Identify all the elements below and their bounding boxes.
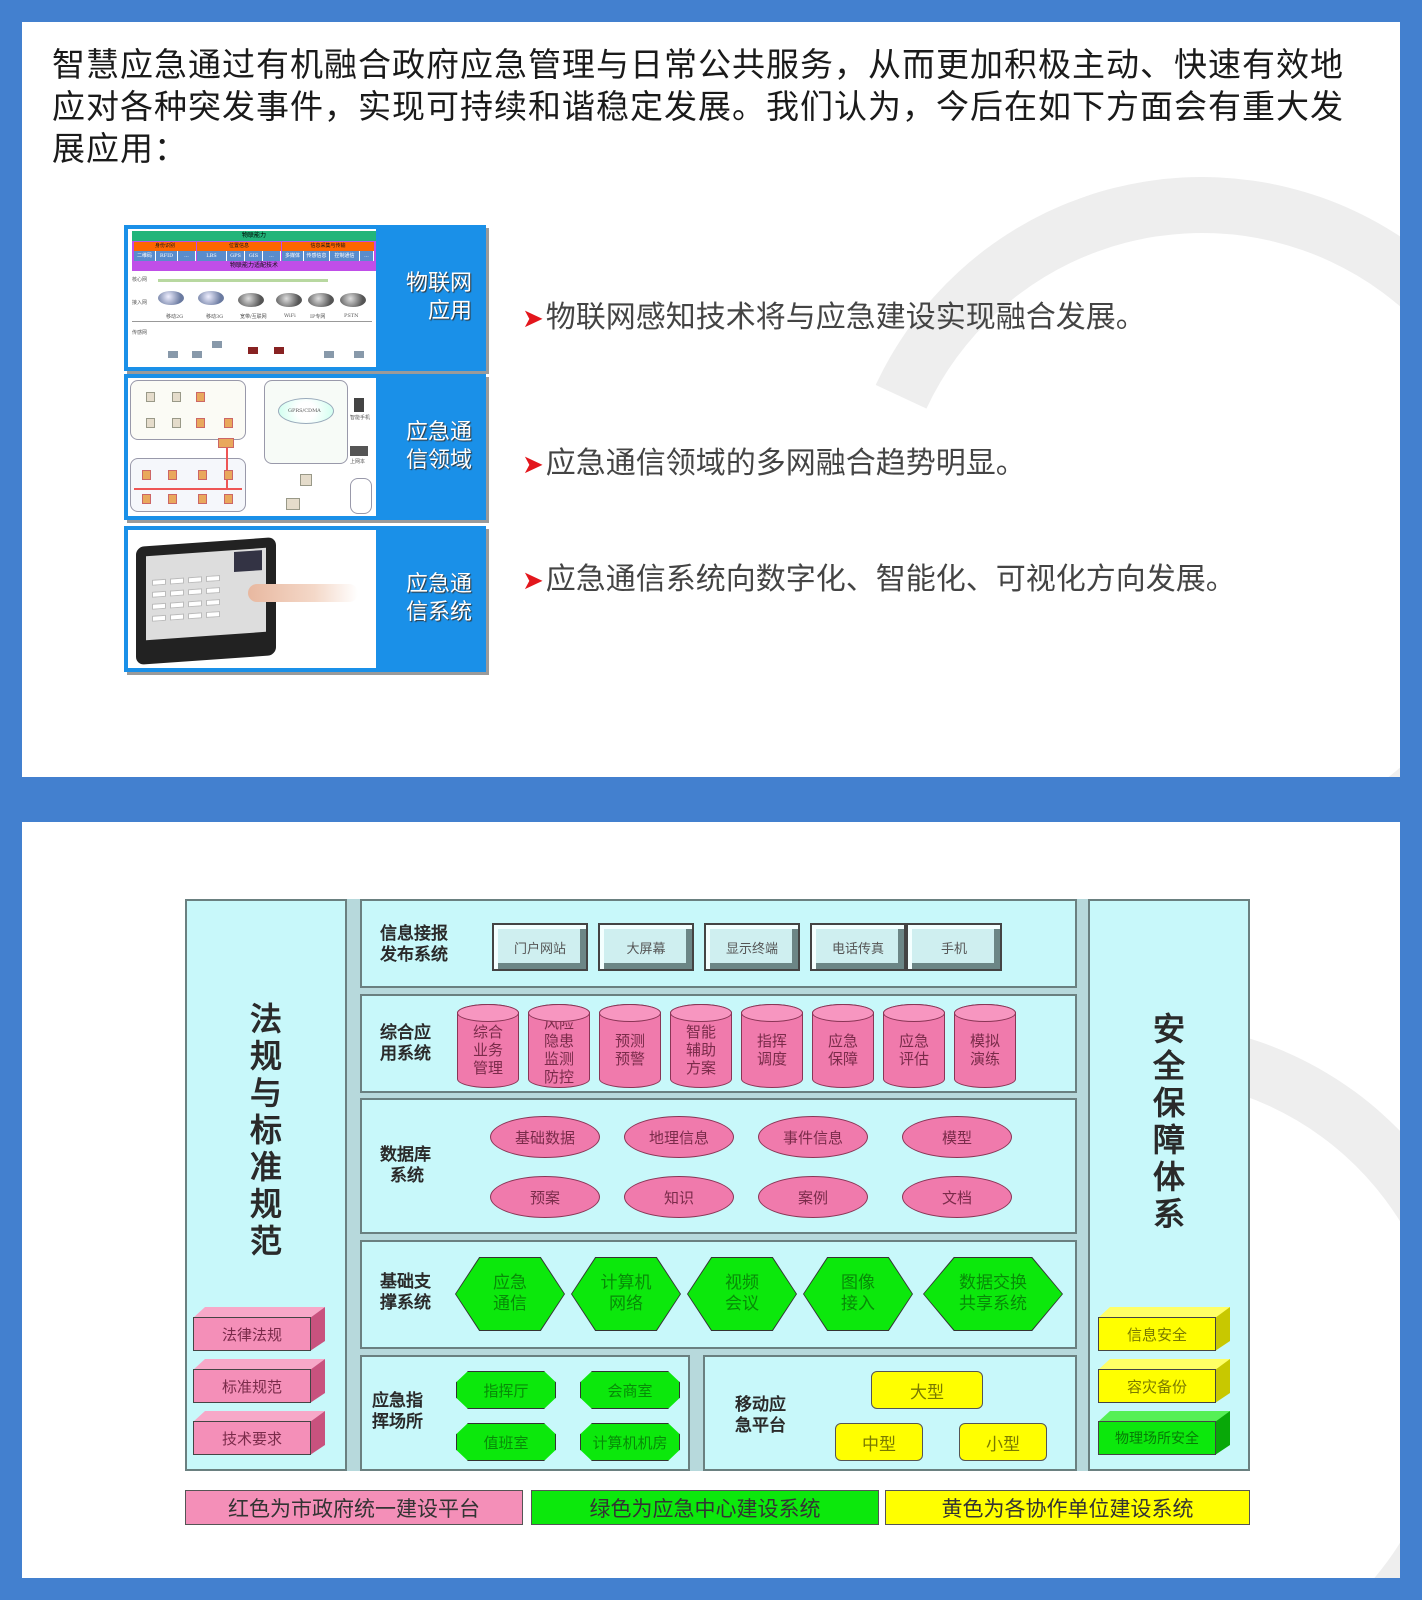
mobile-medium: 中型 <box>835 1423 923 1461</box>
security-assurance-column: 安 全 保 障 体 系 信息安全 容灾备份 物理场所安全 <box>1088 899 1250 1471</box>
card-emergency-comm-domain: GPRS/CDMA 智能手机 上网本 <box>124 374 486 520</box>
intro-paragraph: 智慧应急通过有机融合政府应急管理与日常公共服务，从而更加积极主动、快速有效地应对… <box>52 45 1344 168</box>
card-iot-application: 物联能力 身份识别 位置信息 信息采集与传输 二维码 RFID ... LBS … <box>124 225 486 371</box>
cloud-icon <box>340 293 366 307</box>
legend-yellow: 黄色为各协作单位建设系统 <box>885 1490 1250 1525</box>
decorative-arc <box>740 75 1400 777</box>
slide-panel-architecture: 法 规 与 标 准 规 范 法律法规 标准规范 技术要求 <box>22 822 1400 1578</box>
layer-mobile-platform: 移动应 急平台 大型 中型 小型 <box>703 1355 1077 1471</box>
cylinder-command-dispatch: 指挥 调度 <box>741 1004 803 1088</box>
hex-data-exchange: 数据交换 共享系统 <box>924 1258 1062 1330</box>
cylinder-business-mgmt: 综合 业务 管理 <box>457 1004 519 1088</box>
room-consultation: 会商室 <box>580 1371 680 1409</box>
block-disaster-backup: 容灾备份 <box>1098 1359 1230 1403</box>
room-computer-room: 计算机机房 <box>580 1423 680 1461</box>
card-emergency-comm-system: 应急通 信系统 <box>124 526 486 672</box>
channel-mobile: 手机 <box>906 923 1002 971</box>
block-physical-security: 物理场所安全 <box>1098 1411 1230 1455</box>
block-laws-regulations: 法律法规 <box>193 1307 325 1351</box>
db-document: 文档 <box>902 1176 1012 1218</box>
hex-computer-network: 计算机 网络 <box>572 1258 680 1330</box>
regulations-standards-column: 法 规 与 标 准 规 范 法律法规 标准规范 技术要求 <box>185 899 347 1471</box>
db-geo-info: 地理信息 <box>624 1116 734 1158</box>
db-basic-data: 基础数据 <box>490 1116 600 1158</box>
cylinder-risk-monitoring: 风险 隐患 监测 防控 <box>528 1004 590 1088</box>
cloud-icon <box>276 293 302 307</box>
pointing-hand <box>248 584 358 602</box>
touchscreen-terminal-image <box>128 530 376 668</box>
channel-phone-fax: 电话传真 <box>810 923 906 971</box>
iot-architecture-image: 物联能力 身份识别 位置信息 信息采集与传输 二维码 RFID ... LBS … <box>128 229 376 367</box>
cloud-icon <box>158 291 184 305</box>
laptop-icon <box>350 446 368 456</box>
cloud-icon <box>278 398 334 424</box>
comm-network-image: GPRS/CDMA 智能手机 上网本 <box>128 378 376 516</box>
card-label: 物联网 应用 <box>405 271 472 324</box>
cylinder-smart-assist: 智能 辅助 方案 <box>670 1004 732 1088</box>
smartphone-icon <box>354 398 364 412</box>
card-label: 应急通 信领域 <box>405 420 472 473</box>
layer-info-publish: 信息接报 发布系统 门户网站 大屏幕 显示终端 电话传真 手机 <box>360 899 1077 988</box>
mobile-small: 小型 <box>959 1423 1047 1461</box>
slide-panel-smart-emergency: 智慧应急通过有机融合政府应急管理与日常公共服务，从而更加积极主动、快速有效地应对… <box>22 22 1400 777</box>
channel-display-terminal: 显示终端 <box>704 923 800 971</box>
legend-red: 红色为市政府统一建设平台 <box>185 1490 523 1525</box>
block-information-security: 信息安全 <box>1098 1307 1230 1351</box>
iot-top-bar: 物联能力 <box>132 231 376 241</box>
cylinder-simulation-drill: 模拟 演练 <box>954 1004 1016 1088</box>
db-event-info: 事件信息 <box>758 1116 868 1158</box>
red-arrow-bullet-icon: ➤ <box>522 304 544 334</box>
hex-image-access: 图像 接入 <box>804 1258 912 1330</box>
card-label: 应急通 信系统 <box>405 572 472 625</box>
emergency-platform-architecture-diagram: 法 规 与 标 准 规 范 法律法规 标准规范 技术要求 <box>185 899 1250 1526</box>
channel-portal: 门户网站 <box>492 923 588 971</box>
db-knowledge: 知识 <box>624 1176 734 1218</box>
cloud-icon <box>198 291 224 305</box>
layer-infrastructure: 基础支 撑系统 应急 通信 计算机 网络 视频 会议 图像 接入 数据交换 共享… <box>360 1240 1077 1349</box>
cylinder-emergency-support: 应急 保障 <box>812 1004 874 1088</box>
cloud-icon <box>238 293 264 307</box>
cylinder-emergency-assessment: 应急 评估 <box>883 1004 945 1088</box>
db-plan: 预案 <box>490 1176 600 1218</box>
bullet-digitalization: ➤应急通信系统向数字化、智能化、可视化方向发展。 <box>522 562 1236 597</box>
layer-command-sites: 应急指 挥场所 指挥厅 会商室 值班室 计算机机房 <box>360 1355 690 1471</box>
hex-emergency-comm: 应急 通信 <box>456 1258 564 1330</box>
layer-database: 数据库 系统 基础数据 地理信息 事件信息 模型 预案 知识 案例 文档 <box>360 1098 1077 1234</box>
regulations-title: 法 规 与 标 准 规 范 <box>249 1000 282 1260</box>
hex-video-conference: 视频 会议 <box>688 1258 796 1330</box>
room-command-hall: 指挥厅 <box>456 1371 556 1409</box>
db-model: 模型 <box>902 1116 1012 1158</box>
layer-integrated-application: 综合应 用系统 综合 业务 管理 风险 隐患 监测 防控 预测 预警 智能 辅助… <box>360 994 1077 1093</box>
room-duty: 值班室 <box>456 1423 556 1461</box>
mobile-large: 大型 <box>871 1371 983 1409</box>
bullet-multi-network: ➤应急通信领域的多网融合趋势明显。 <box>522 446 1026 481</box>
red-arrow-bullet-icon: ➤ <box>522 450 544 480</box>
cylinder-forecast-warning: 预测 预警 <box>599 1004 661 1088</box>
block-standards: 标准规范 <box>193 1359 325 1403</box>
bullet-iot: ➤物联网感知技术将与应急建设实现融合发展。 <box>522 300 1146 335</box>
red-arrow-bullet-icon: ➤ <box>522 566 544 596</box>
channel-big-screen: 大屏幕 <box>598 923 694 971</box>
db-case: 案例 <box>758 1176 868 1218</box>
cloud-icon <box>308 293 334 307</box>
block-technical-requirements: 技术要求 <box>193 1411 325 1455</box>
security-title: 安 全 保 障 体 系 <box>1152 1010 1185 1233</box>
legend-green: 绿色为应急中心建设系统 <box>531 1490 879 1525</box>
